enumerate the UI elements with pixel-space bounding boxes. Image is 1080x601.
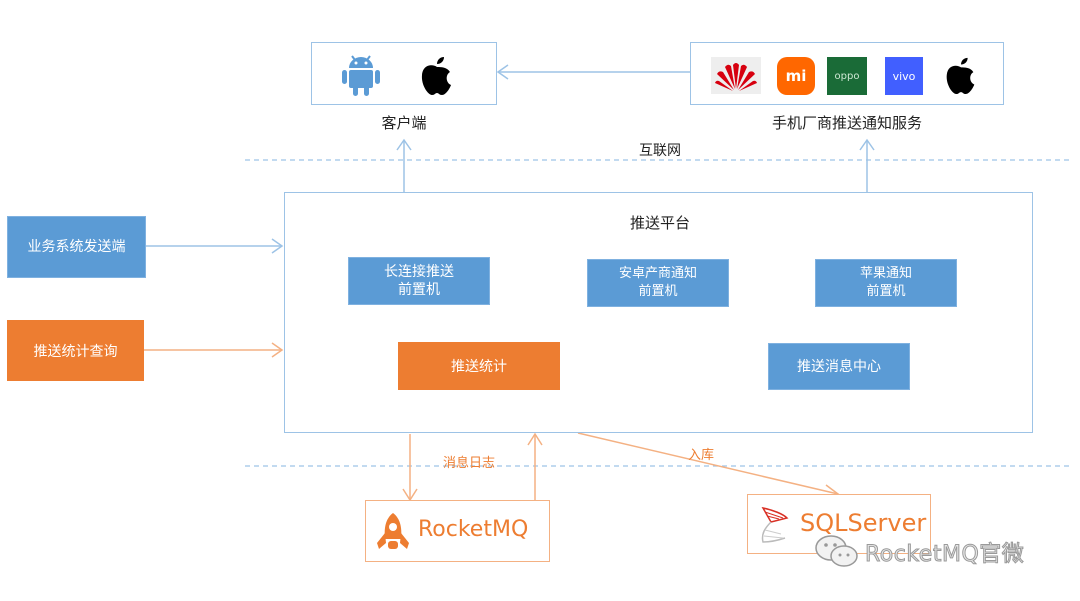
wechat-icon	[812, 530, 862, 574]
long-connection-line2: 前置机	[398, 282, 440, 298]
oppo-logo-text: oppo	[834, 70, 860, 82]
sqlserver-label: SQLServer	[800, 509, 927, 537]
ingest-label: 入库	[688, 448, 715, 463]
long-connection-module: 长连接推送 前置机	[348, 257, 490, 305]
sqlserver-icon	[756, 503, 792, 547]
xiaomi-logo: mi	[777, 57, 815, 95]
vivo-logo: vivo	[885, 57, 923, 95]
android-vendor-line2: 前置机	[638, 284, 678, 299]
apple-notify-line1: 苹果通知	[859, 266, 912, 281]
rocketmq-label: RocketMQ	[418, 517, 529, 542]
oppo-logo: oppo	[827, 57, 867, 95]
business-sender-box: 业务系统发送端	[7, 216, 146, 278]
push-platform-box	[284, 192, 1033, 433]
xiaomi-logo-text: mi	[785, 67, 807, 85]
android-vendor-line1: 安卓产商通知	[618, 266, 697, 281]
message-log-label: 消息日志	[443, 456, 496, 471]
watermark-text: RocketMQ官微	[864, 542, 1025, 568]
internet-label: 互联网	[639, 143, 681, 159]
apple-notify-module: 苹果通知 前置机	[815, 259, 957, 307]
rocketmq-box: RocketMQ	[365, 500, 550, 562]
push-platform-title: 推送平台	[629, 214, 690, 232]
android-vendor-module: 安卓产商通知 前置机	[587, 259, 729, 307]
push-stats-module: 推送统计	[398, 342, 560, 390]
rocket-icon	[374, 511, 412, 553]
android-icon	[336, 50, 386, 100]
platform-to-sqlserver-arrow	[577, 432, 839, 495]
long-connection-line1: 长连接推送	[384, 264, 454, 280]
push-message-center-module: 推送消息中心	[768, 343, 910, 390]
apple-notify-line2: 前置机	[866, 284, 906, 299]
apple-icon	[941, 53, 981, 97]
huawei-logo	[711, 57, 761, 94]
client-box	[311, 42, 497, 105]
stats-query-box: 推送统计查询	[7, 320, 144, 381]
apple-icon	[412, 50, 462, 100]
vivo-logo-text: vivo	[892, 69, 916, 83]
client-caption: 客户端	[381, 114, 427, 132]
vendor-push-caption: 手机厂商推送通知服务	[771, 114, 922, 132]
vendor-push-box: mi oppo vivo	[690, 42, 1004, 105]
